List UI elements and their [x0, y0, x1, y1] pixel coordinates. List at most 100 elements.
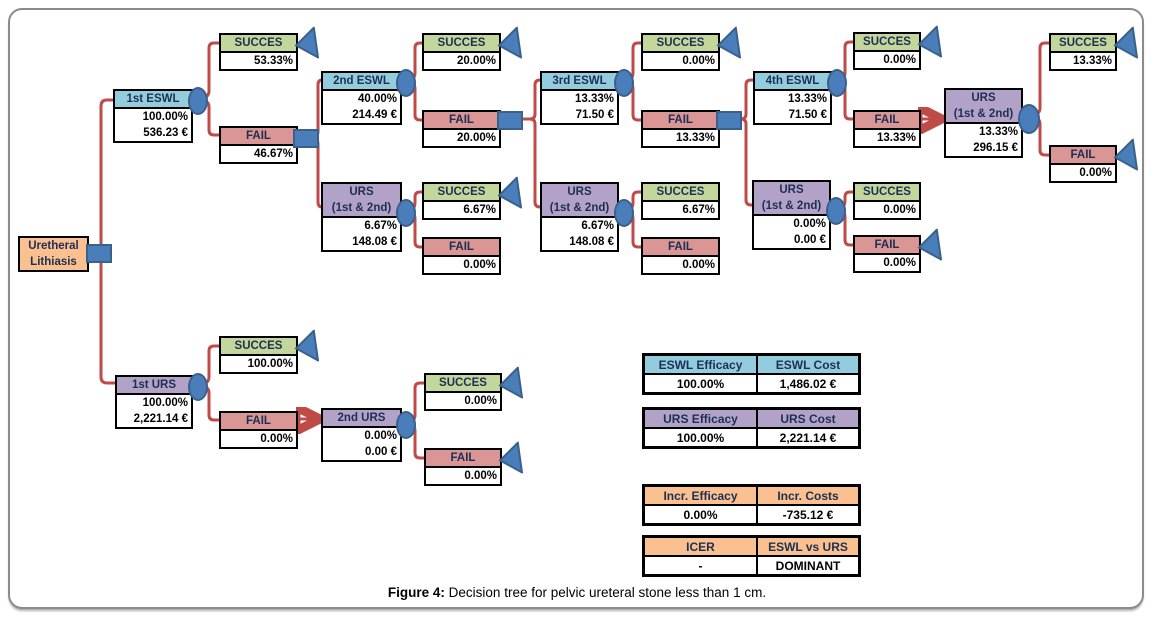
succes-pct: 0.00% — [883, 54, 916, 66]
chance-node-icon — [827, 69, 847, 97]
node-4th-eswl-pct: 13.33% — [787, 93, 827, 105]
node-urs2: URS (1st & 2nd) 6.67% 148.08 € — [540, 182, 619, 252]
fail-pct: 0.00% — [463, 259, 496, 271]
chance-node-icon — [396, 411, 416, 439]
succes-pct: 6.67% — [463, 204, 496, 216]
terminal-triangle-icon — [292, 328, 320, 364]
eswl-vs-urs-header: ESWL vs URS — [756, 535, 861, 557]
figure-caption: Figure 4: Decision tree for pelvic urete… — [0, 585, 1154, 600]
urs2-label-line1: URS — [567, 186, 592, 198]
icer-value: - — [642, 555, 758, 577]
urs1-label-line1: URS — [349, 186, 374, 198]
node-1st-urs-pct: 100.00% — [142, 397, 188, 409]
urs4-label-line1: URS — [971, 92, 996, 104]
decision-node-icon — [497, 111, 523, 130]
caption-prefix: Figure 4: — [387, 585, 445, 600]
node-urs2-fail: FAIL 0.00% — [641, 237, 720, 275]
chance-node-icon — [188, 373, 208, 401]
node-1st-urs-label: 1st URS — [117, 377, 191, 395]
succes-label: SUCCES — [643, 35, 718, 53]
urs2-pct: 6.67% — [581, 220, 614, 232]
succes-pct: 20.00% — [456, 55, 496, 67]
eswl-efficacy-value: 100.00% — [642, 373, 758, 395]
chance-node-icon — [188, 87, 208, 115]
fail-label: FAIL — [855, 237, 919, 255]
decision-node-icon — [716, 111, 742, 130]
fail-label: FAIL — [221, 128, 296, 146]
fail-pct: 13.33% — [876, 132, 916, 144]
succes-pct: 53.33% — [253, 55, 293, 67]
succes-label: SUCCES — [643, 184, 718, 202]
node-1st-eswl-pct: 100.00% — [142, 111, 188, 123]
eswl-cost-header: ESWL Cost — [756, 353, 861, 375]
terminal-triangle-icon — [1111, 25, 1139, 61]
succes-pct: 13.33% — [1072, 55, 1112, 67]
caption-text: Decision tree for pelvic ureteral stone … — [444, 585, 767, 600]
table-icer: ICER ESWL vs URS - DOMINANT — [642, 535, 861, 577]
fail-label: FAIL — [424, 112, 499, 130]
succes-pct: 0.00% — [464, 395, 497, 407]
decision-node-icon — [86, 244, 112, 263]
root-label-line2: Lithiasis — [30, 256, 77, 268]
node-urs3-fail: FAIL 0.00% — [853, 235, 921, 273]
node-2nd-eswl-cost: 214.49 € — [352, 109, 397, 121]
urs1-label-line2: (1st & 2nd) — [331, 202, 392, 214]
terminal-triangle-icon — [292, 25, 320, 61]
terminal-triangle-icon — [496, 365, 524, 401]
chance-node-icon — [826, 197, 846, 225]
succes-label: SUCCES — [426, 375, 500, 393]
table-eswl-summary: ESWL Efficacy ESWL Cost 100.00% 1,486.02… — [642, 353, 861, 395]
succes-label: SUCCES — [855, 184, 919, 202]
node-1st-urs: 1st URS 100.00% 2,221.14 € — [115, 375, 193, 429]
node-root: Uretheral Lithiasis — [18, 236, 89, 272]
chance-node-icon — [614, 69, 634, 97]
urs-cost-value: 2,221.14 € — [756, 427, 861, 449]
node-urs3-succes: SUCCES 0.00% — [853, 182, 921, 220]
node-4th-eswl-cost: 71.50 € — [788, 109, 827, 121]
node-urs1-fail: FAIL 0.00% — [422, 237, 501, 275]
fail-pct: 0.00% — [464, 470, 497, 482]
node-urssecond-succes: SUCCES 0.00% — [424, 373, 502, 411]
succes-label: SUCCES — [221, 338, 296, 356]
fail-label: FAIL — [643, 239, 718, 257]
node-2nd-urs: 2nd URS 0.00% 0.00 € — [321, 408, 402, 462]
decision-node-icon — [293, 129, 319, 148]
succes-label: SUCCES — [221, 35, 296, 53]
fail-label: FAIL — [1051, 147, 1115, 165]
chance-node-icon — [1018, 104, 1040, 134]
fail-pct: 0.00% — [682, 259, 715, 271]
node-3rd-eswl-cost: 71.50 € — [575, 109, 614, 121]
node-2nd-urs-label: 2nd URS — [323, 410, 400, 428]
node-eswl3-fail: FAIL 13.33% — [641, 110, 720, 148]
terminal-triangle-icon — [495, 25, 523, 61]
node-3rd-eswl-pct: 13.33% — [574, 93, 614, 105]
chance-node-icon — [614, 199, 634, 227]
node-eswl2-fail: FAIL 20.00% — [422, 110, 501, 148]
eswl-efficacy-header: ESWL Efficacy — [642, 353, 758, 375]
table-urs-summary: URS Efficacy URS Cost 100.00% 2,221.14 € — [642, 407, 861, 449]
node-ursfirst-fail: FAIL 0.00% — [219, 411, 298, 449]
eswl-vs-urs-value: DOMINANT — [756, 555, 861, 577]
fail-label: FAIL — [855, 112, 919, 130]
node-eswl1-fail: FAIL 46.67% — [219, 126, 298, 164]
urs2-label-line2: (1st & 2nd) — [549, 202, 610, 214]
node-1st-eswl-label: 1st ESWL — [115, 91, 191, 109]
urs1-pct: 6.67% — [364, 220, 397, 232]
node-3rd-eswl: 3rd ESWL 13.33% 71.50 € — [540, 71, 619, 125]
node-eswl1-succes: SUCCES 53.33% — [219, 33, 298, 71]
terminal-triangle-icon — [496, 440, 524, 476]
node-eswl3-succes: SUCCES 0.00% — [641, 33, 720, 71]
fail-pct: 46.67% — [253, 148, 293, 160]
table-incremental: Incr. Efficacy Incr. Costs 0.00% -735.12… — [642, 484, 861, 526]
node-eswl4-succes: SUCCES 0.00% — [853, 32, 921, 70]
fail-pct: 0.00% — [1079, 167, 1112, 179]
urs3-label-line2: (1st & 2nd) — [761, 200, 822, 212]
succes-label: SUCCES — [855, 34, 919, 52]
fail-pct: 20.00% — [456, 132, 496, 144]
terminal-triangle-icon — [495, 175, 523, 211]
node-2nd-eswl-label: 2nd ESWL — [323, 73, 400, 91]
fail-label: FAIL — [221, 413, 296, 431]
urs4-cost: 296.15 € — [973, 142, 1018, 154]
succes-label: SUCCES — [424, 35, 499, 53]
